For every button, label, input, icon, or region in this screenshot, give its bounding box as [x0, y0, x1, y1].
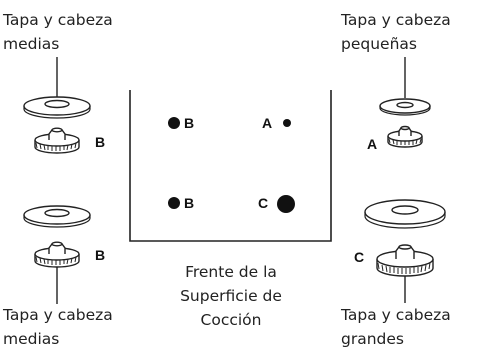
- label-top-right: Tapa y cabeza pequeñas: [340, 11, 451, 53]
- label-bottom-left-line2: medias: [3, 330, 59, 348]
- label-bottom-right: Tapa y cabeza grandes: [340, 306, 451, 348]
- burner-cap-large-bottom-right: [364, 199, 446, 229]
- label-top-right-line1: Tapa y cabeza: [340, 11, 451, 29]
- burner-cap-medium-top-left: [23, 96, 91, 119]
- cooktop-outline: [129, 90, 332, 242]
- burner-position-front-left-tag: B: [184, 195, 194, 211]
- burner-set-top-left: B: [23, 57, 105, 154]
- label-bottom-left-line1: Tapa y cabeza: [2, 306, 113, 324]
- burner-position-front-right: [277, 195, 295, 213]
- label-front: Frente de la Superficie de Cocción: [180, 263, 282, 329]
- label-front-line3: Cocción: [201, 311, 262, 329]
- burner-head-large-bottom-right: [376, 244, 434, 277]
- burner-position-front-right-tag: C: [258, 195, 268, 211]
- label-front-line2: Superficie de: [180, 287, 282, 305]
- label-bottom-right-line2: grandes: [341, 330, 404, 348]
- burner-cap-medium-bottom-left: [23, 205, 91, 228]
- burner-tag-top-left: B: [95, 134, 105, 150]
- burner-cap-small-top-right: [379, 98, 431, 116]
- label-bottom-right-line1: Tapa y cabeza: [340, 306, 451, 324]
- burner-tag-bottom-right: C: [354, 249, 364, 265]
- label-top-left: Tapa y cabeza medias: [2, 11, 113, 53]
- label-front-line1: Frente de la: [185, 263, 277, 281]
- burner-position-back-right-tag: A: [262, 115, 272, 131]
- burner-head-small-top-right: [387, 125, 423, 148]
- burner-set-top-right: A: [367, 57, 431, 152]
- burner-head-medium-bottom-left: [34, 241, 80, 268]
- label-bottom-left: Tapa y cabeza medias: [2, 306, 113, 348]
- burner-position-back-right: [283, 119, 291, 127]
- burner-position-back-left: [168, 117, 180, 129]
- burner-head-medium-top-left: [34, 127, 80, 154]
- label-top-left-line1: Tapa y cabeza: [2, 11, 113, 29]
- burner-set-bottom-right: C: [354, 199, 446, 303]
- label-top-left-line2: medias: [3, 35, 59, 53]
- burner-tag-top-right: A: [367, 136, 377, 152]
- burner-position-back-left-tag: B: [184, 115, 194, 131]
- burner-set-bottom-left: B: [23, 205, 105, 304]
- label-top-right-line2: pequeñas: [341, 35, 417, 53]
- burner-tag-bottom-left: B: [95, 247, 105, 263]
- burner-position-front-left: [168, 197, 180, 209]
